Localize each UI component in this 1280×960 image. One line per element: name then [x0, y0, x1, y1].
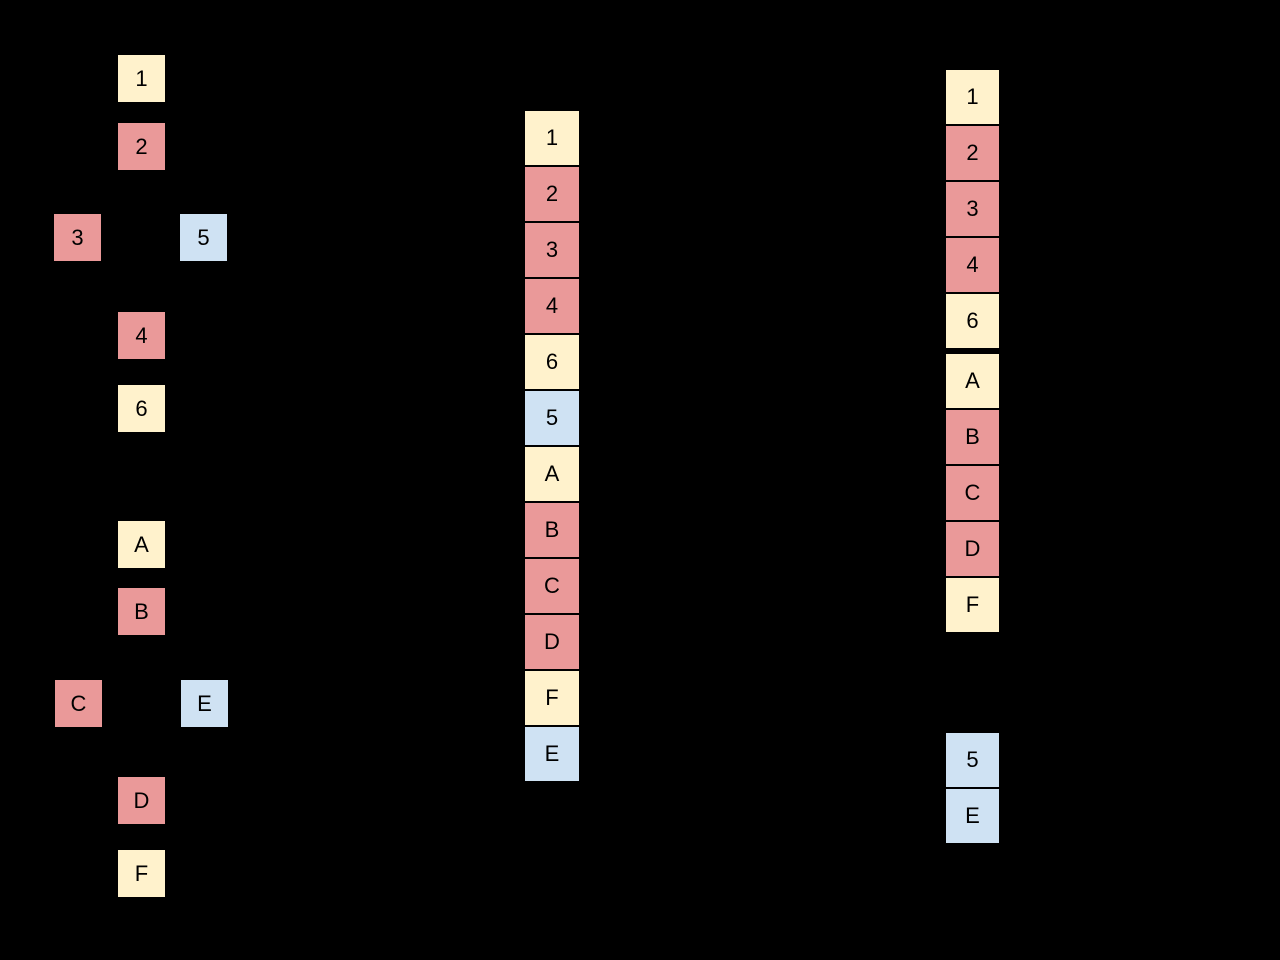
tree-node-D: D: [118, 777, 165, 824]
right-stack-tail-cell-E: E: [945, 788, 1000, 844]
tree-node-4: 4: [118, 312, 165, 359]
middle-stack-cell-A: A: [524, 446, 580, 502]
middle-stack-cell-B: B: [524, 502, 580, 558]
tree-node-E: E: [181, 680, 228, 727]
tree-node-C: C: [55, 680, 102, 727]
tree-node-2: 2: [118, 123, 165, 170]
tree-node-3: 3: [54, 214, 101, 261]
right-stack-letters-cell-C: C: [945, 465, 1000, 521]
middle-stack-cell-6: 6: [524, 334, 580, 390]
right-stack-letters-cell-A: A: [945, 353, 1000, 409]
right-stack-numbers-cell-4: 4: [945, 237, 1000, 293]
middle-stack-cell-E: E: [524, 726, 580, 782]
right-stack-tail-cell-5: 5: [945, 732, 1000, 788]
tree-node-B: B: [118, 588, 165, 635]
right-stack-letters-cell-F: F: [945, 577, 1000, 633]
middle-stack-cell-1: 1: [524, 110, 580, 166]
middle-stack-cell-5: 5: [524, 390, 580, 446]
middle-stack-cell-4: 4: [524, 278, 580, 334]
middle-stack-cell-D: D: [524, 614, 580, 670]
tree-node-F: F: [118, 850, 165, 897]
tree-node-A: A: [118, 521, 165, 568]
right-stack-numbers-cell-1: 1: [945, 69, 1000, 125]
right-stack-numbers-cell-3: 3: [945, 181, 1000, 237]
middle-stack-cell-2: 2: [524, 166, 580, 222]
right-stack-numbers-cell-6: 6: [945, 293, 1000, 349]
right-stack-letters-cell-B: B: [945, 409, 1000, 465]
tree-node-5: 5: [180, 214, 227, 261]
middle-stack-cell-3: 3: [524, 222, 580, 278]
tree-node-1: 1: [118, 55, 165, 102]
tree-node-6: 6: [118, 385, 165, 432]
right-stack-letters-cell-D: D: [945, 521, 1000, 577]
right-stack-numbers-cell-2: 2: [945, 125, 1000, 181]
middle-stack-cell-C: C: [524, 558, 580, 614]
middle-stack-cell-F: F: [524, 670, 580, 726]
